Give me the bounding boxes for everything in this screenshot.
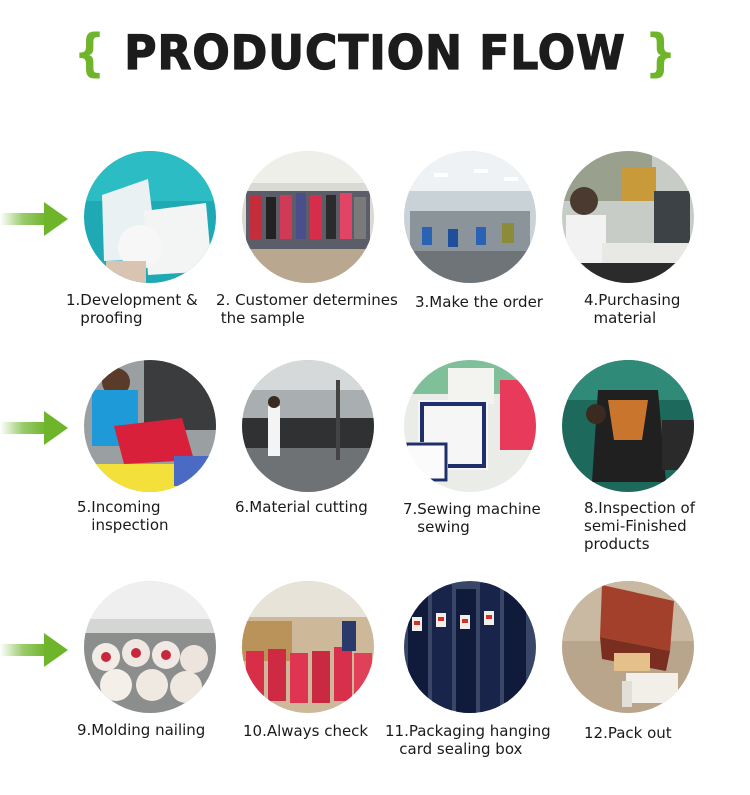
- step-11-photo: [404, 581, 536, 713]
- step-4-caption: 4.Purchasing material: [584, 291, 681, 327]
- step-5-photo: [84, 360, 216, 492]
- step-1-photo: [84, 151, 216, 283]
- step-11-caption: 11.Packaging hanging card sealing box: [385, 722, 551, 758]
- row-1-arrow-icon: [0, 202, 68, 236]
- step-9-caption: 9.Molding nailing: [77, 721, 206, 739]
- step-2-photo: [242, 151, 374, 283]
- step-3-photo: [404, 151, 536, 283]
- step-9-photo: [84, 581, 216, 713]
- step-6-caption: 6.Material cutting: [235, 498, 368, 516]
- step-4-photo: [562, 151, 694, 283]
- title-block: { PRODUCTION FLOW }: [0, 24, 750, 83]
- right-brace: }: [644, 24, 677, 83]
- left-brace: {: [73, 24, 106, 83]
- step-1-caption: 1.Development & proofing: [66, 291, 198, 327]
- step-6-photo: [242, 360, 374, 492]
- step-12-photo: [562, 581, 694, 713]
- step-7-photo: [404, 360, 536, 492]
- step-5-caption: 5.Incoming inspection: [77, 498, 169, 534]
- step-12-caption: 12.Pack out: [584, 724, 672, 742]
- step-3-caption: 3.Make the order: [415, 293, 543, 311]
- step-2-caption: 2. Customer determines the sample: [216, 291, 398, 327]
- step-8-caption: 8.Inspection of semi-Finished products: [584, 499, 696, 553]
- page-title: PRODUCTION FLOW: [124, 25, 626, 82]
- step-7-caption: 7.Sewing machine sewing: [403, 500, 541, 536]
- row-3-arrow-icon: [0, 633, 68, 667]
- step-10-photo: [242, 581, 374, 713]
- step-10-caption: 10.Always check: [243, 722, 369, 740]
- step-8-photo: [562, 360, 694, 492]
- row-2-arrow-icon: [0, 411, 68, 445]
